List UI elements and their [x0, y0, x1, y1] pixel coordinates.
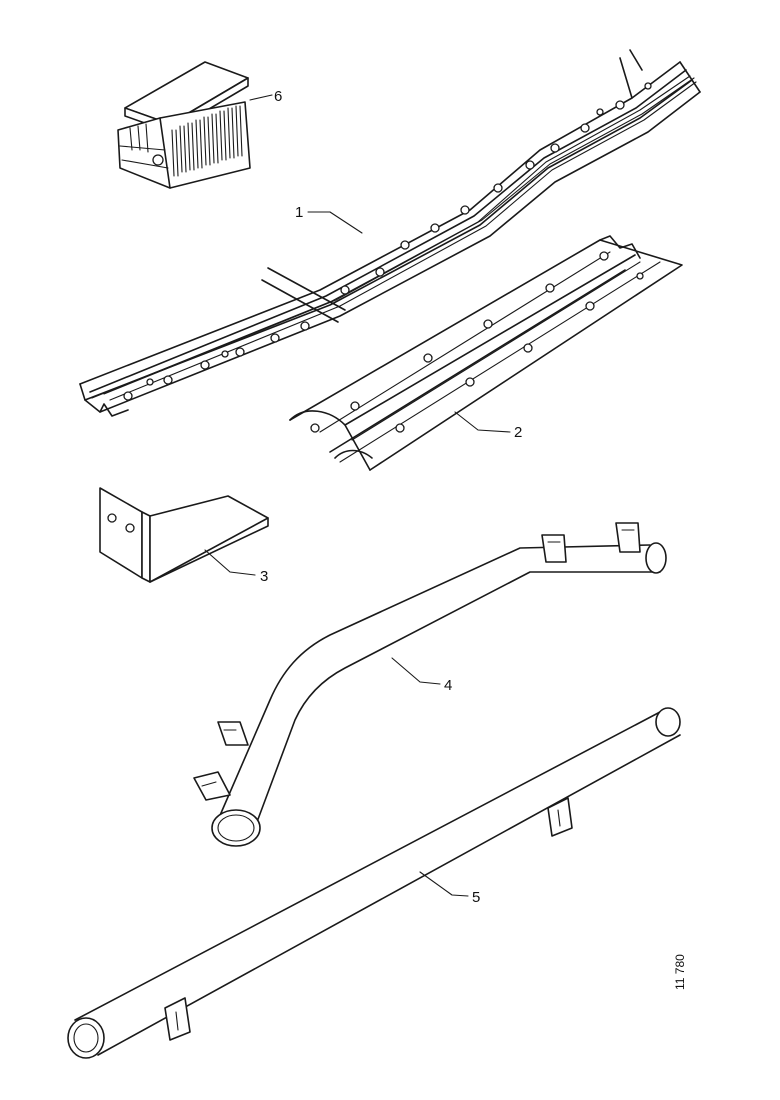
- callout-6: 6: [274, 88, 282, 105]
- label-2: 2: [454, 411, 522, 441]
- label-1: 1: [295, 204, 363, 234]
- label-4: 4: [391, 657, 452, 694]
- drawing-reference: 11 780: [673, 954, 687, 990]
- part-6-cable-duct: [117, 61, 251, 189]
- callout-5: 5: [472, 889, 480, 906]
- callout-4: 4: [444, 677, 452, 694]
- callout-1: 1: [295, 204, 303, 221]
- label-6: 6: [249, 88, 282, 105]
- label-3: 3: [204, 549, 268, 585]
- part-3-bracket: [99, 487, 269, 583]
- part-2-rail-section: [289, 235, 683, 471]
- callout-3: 3: [260, 568, 268, 585]
- part-5-straight-tube: [67, 707, 681, 1059]
- callout-2: 2: [514, 424, 522, 441]
- label-5: 5: [419, 871, 480, 906]
- part-1-rail: [79, 49, 701, 417]
- part-4-bent-tube: [193, 522, 667, 847]
